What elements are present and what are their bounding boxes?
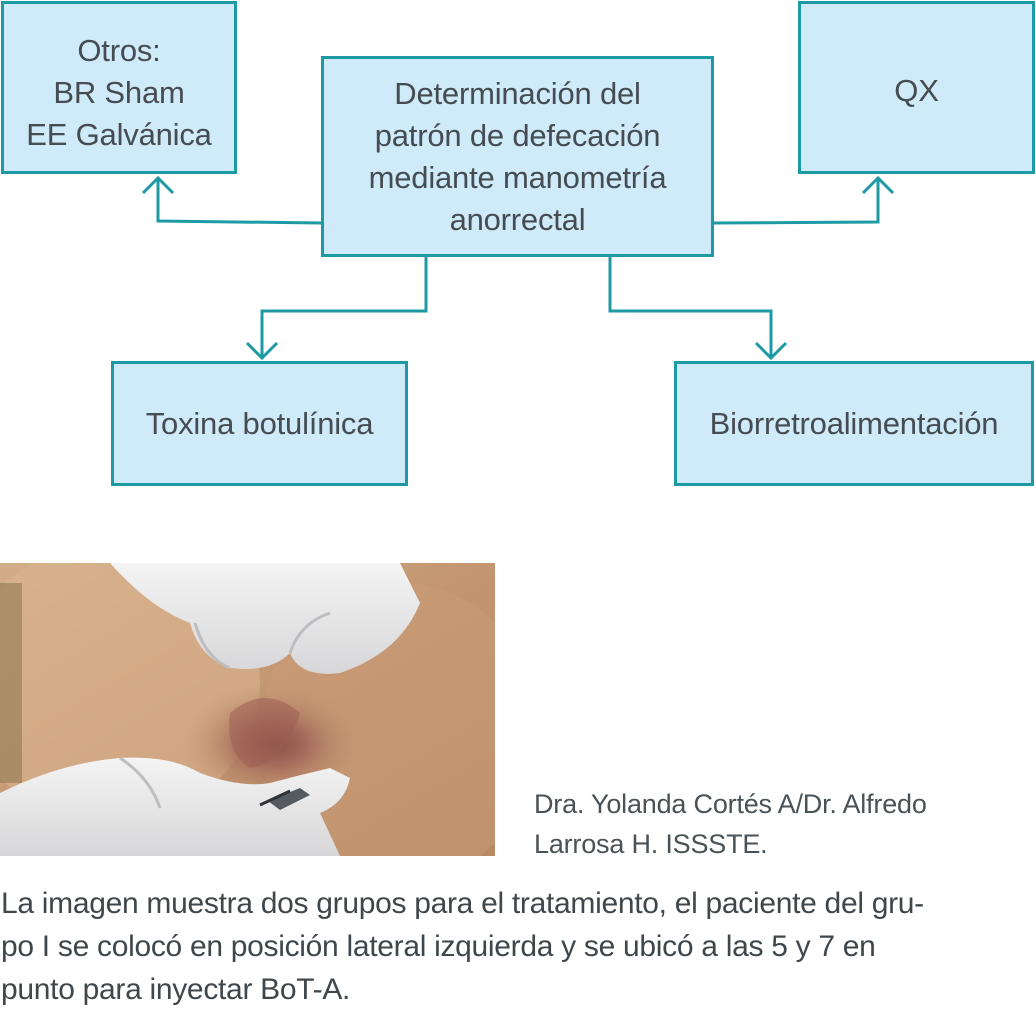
clinical-photo bbox=[0, 563, 495, 856]
edge-center-toxina bbox=[260, 257, 428, 358]
node-otros-line-3: EE Galvánica bbox=[26, 117, 212, 152]
caption-line-3: punto para inyectar BoT-A. bbox=[1, 973, 351, 1006]
node-toxina: Toxina botulínica bbox=[111, 361, 408, 486]
caption-line-2: po I se colocó en posición lateral izqui… bbox=[1, 930, 876, 963]
node-center-line-1: Determinación del bbox=[394, 75, 641, 111]
node-bio: Biorretroalimentación bbox=[674, 361, 1034, 486]
node-bio-line-1: Biorretroalimentación bbox=[709, 405, 999, 441]
node-center: Determinación del patrón de defecación m… bbox=[321, 56, 714, 257]
arrowhead-bio bbox=[754, 341, 788, 361]
arrowhead-toxina bbox=[245, 341, 279, 361]
clinical-photo-illustration bbox=[0, 563, 495, 856]
arrowhead-otros bbox=[141, 175, 175, 195]
edge-center-qx bbox=[713, 178, 880, 225]
photo-credit: Dra. Yolanda Cortés A/Dr. Alfredo Larros… bbox=[534, 784, 1014, 864]
caption-line-1: La imagen muestra dos grupos para el tra… bbox=[1, 887, 924, 920]
arrowhead-qx bbox=[861, 175, 895, 195]
node-otros-line-2: BR Sham bbox=[53, 75, 185, 110]
node-otros-line-1: Otros: bbox=[77, 33, 161, 68]
node-toxina-line-1: Toxina botulínica bbox=[145, 405, 374, 441]
node-center-line-3: mediante manometría bbox=[368, 159, 667, 195]
edge-center-bio bbox=[608, 257, 773, 358]
node-otros: Otros: BR Sham EE Galvánica bbox=[1, 1, 237, 174]
node-qx-line-1: QX bbox=[894, 73, 939, 108]
node-qx: QX bbox=[798, 1, 1035, 174]
figure-caption: La imagen muestra dos grupos para el tra… bbox=[1, 882, 1035, 1011]
photo-credit-line-2: Larrosa H. ISSSTE. bbox=[534, 829, 768, 859]
edge-center-otros bbox=[156, 178, 322, 225]
node-center-line-4: anorrectal bbox=[449, 201, 586, 237]
photo-credit-line-1: Dra. Yolanda Cortés A/Dr. Alfredo bbox=[534, 789, 927, 819]
node-center-line-2: patrón de defecación bbox=[374, 117, 661, 153]
